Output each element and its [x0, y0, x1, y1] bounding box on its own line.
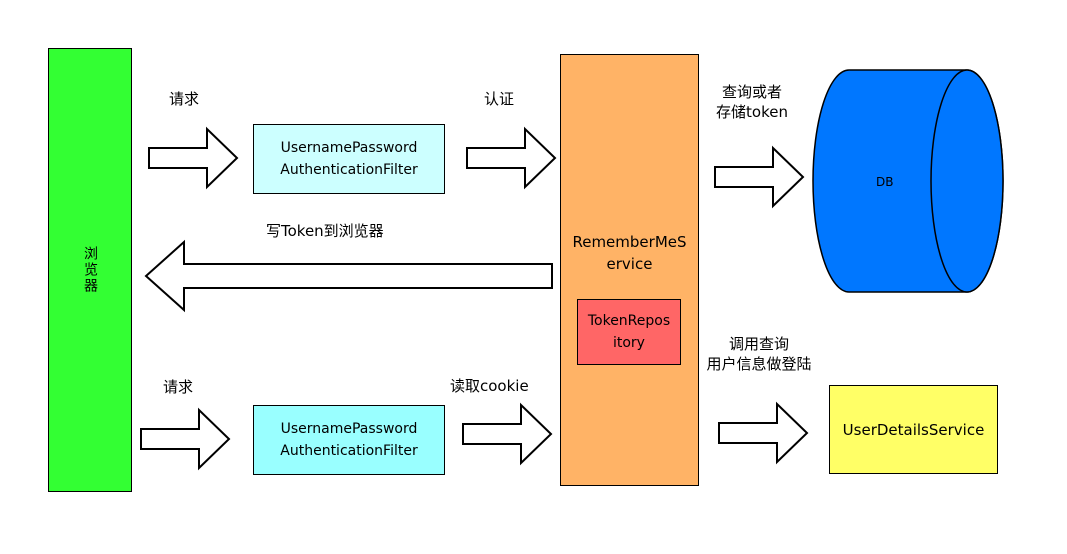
arrow-request-bottom: [140, 407, 231, 471]
arrow-read-cookie: [462, 402, 553, 466]
arrow-request-top: [148, 126, 239, 190]
filter-top-node: UsernamePassword AuthenticationFilter: [253, 124, 445, 194]
filter-bottom-label: UsernamePassword AuthenticationFilter: [280, 421, 418, 459]
label-authenticate: 认证: [484, 90, 515, 108]
label-call-query: 调用查询 用户信息做登陆: [706, 335, 812, 373]
filter-bottom-node: UsernamePassword AuthenticationFilter: [253, 405, 445, 475]
label-request-top: 请求: [169, 90, 200, 108]
db-cylinder: [812, 69, 1004, 293]
user-details-service-label: UserDetailsService: [842, 420, 985, 439]
arrow-to-userdetails: [718, 401, 809, 465]
token-repository-label: TokenRepos itory: [587, 313, 671, 351]
remember-me-service-label: RememberMeS ervice: [572, 233, 687, 273]
filter-top-label: UsernamePassword AuthenticationFilter: [280, 140, 418, 178]
user-details-service-node: UserDetailsService: [829, 385, 998, 474]
label-write-token: 写Token到浏览器: [266, 222, 384, 240]
token-repository-node: TokenRepos itory: [577, 299, 681, 365]
remember-me-service-node: RememberMeS ervice: [560, 54, 699, 486]
label-request-bottom: 请求: [163, 378, 194, 396]
arrow-write-token: [144, 239, 553, 313]
db-label: DB: [876, 175, 894, 189]
browser-label: 浏览器: [82, 246, 98, 294]
label-read-cookie: 读取cookie: [450, 377, 529, 395]
arrow-authenticate: [466, 126, 557, 190]
label-query-or-store: 查询或者 存储token: [716, 83, 788, 121]
browser-node: 浏览器: [48, 48, 132, 492]
arrow-to-db: [714, 145, 805, 209]
